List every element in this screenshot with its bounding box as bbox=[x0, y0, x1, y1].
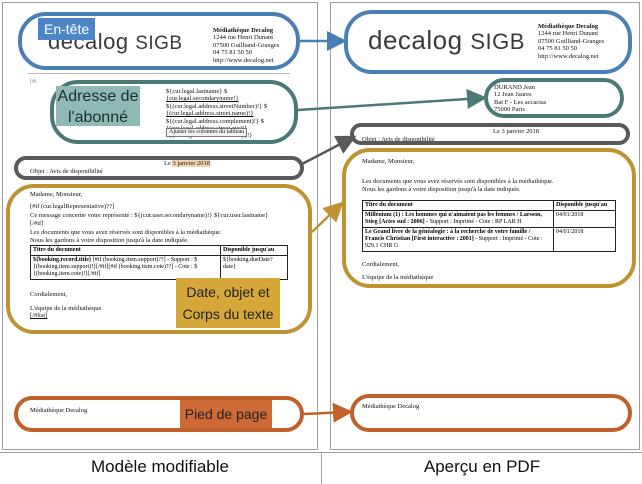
right-greeting: Madame, Monsieur, bbox=[362, 158, 415, 165]
right-web: http://www.decalog.net bbox=[538, 52, 599, 60]
left-addr2: 07500 Guilliand-Granges bbox=[213, 41, 280, 49]
left-list-end: [/#list] bbox=[30, 312, 48, 319]
table-row: Le Grand livre de la généalogie : à la r… bbox=[362, 227, 616, 252]
left-list-start: [#i bbox=[30, 79, 37, 85]
left-booking-table: Titre du document Disponible jusqu'au ${… bbox=[30, 245, 288, 280]
left-body-line-2: Nous les gardons à votre disposition jus… bbox=[30, 237, 189, 245]
arrow-address bbox=[297, 88, 487, 112]
right-booking-table: Titre du document Disponible jusqu'au Mi… bbox=[362, 200, 616, 252]
table-row: ${booking.record.title} [#if (booking.it… bbox=[30, 255, 288, 280]
right-lib-name: Médiathèque Decalog bbox=[538, 23, 599, 30]
arrow-body bbox=[311, 201, 344, 233]
left-header-info: Médiathèque Decalog 1244 rue Henri Dunan… bbox=[213, 27, 279, 64]
arrow-footer bbox=[303, 402, 353, 423]
caption-pdf-preview: Aperçu en PDF bbox=[423, 457, 541, 476]
left-endif: [/#if] bbox=[30, 220, 44, 228]
right-object: Objet : Avis de disponibilité bbox=[362, 136, 435, 143]
left-web: http://www.decalog.net bbox=[213, 56, 274, 64]
right-body-2: Nous les gardons à votre disposition jus… bbox=[362, 186, 521, 193]
left-cell-date: ${booking.dueDate?date} bbox=[220, 255, 288, 280]
left-logo: decalog SIGB bbox=[48, 29, 183, 55]
right-body-ring bbox=[342, 148, 636, 288]
left-body-line-1: Les documents que vous avez réservés son… bbox=[30, 228, 222, 236]
addr-field-4: {(cur.legal.address.street.name)!} bbox=[166, 110, 254, 118]
right-logo: decalog SIGB bbox=[368, 25, 525, 55]
right-date-ring bbox=[350, 123, 630, 145]
right-phone: 04 75 81 50 50 bbox=[538, 45, 577, 53]
right-addr-complement: Bat F - Les accacias bbox=[494, 98, 547, 106]
addr-field-5: ${(cur.legal.address.complement)!} $ bbox=[166, 117, 264, 125]
right-addr-name: DURAND Jean bbox=[494, 84, 535, 91]
table-row: Millénium (1) : Les hommes qui n'aimaien… bbox=[362, 210, 616, 228]
right-addr-street: 12 Jean Jaures bbox=[494, 91, 532, 99]
right-date: Le 3 janvier 2018 bbox=[493, 128, 540, 135]
right-signature: L'équipe de la médiathèque bbox=[362, 274, 434, 281]
left-header-ring bbox=[18, 12, 300, 70]
right-footer-text: Médiathèque Decalog bbox=[362, 403, 420, 410]
editable-template-panel bbox=[2, 2, 318, 450]
right-addr1: 1244 rue Henri Dunant bbox=[538, 30, 599, 38]
right-row2-date: 04/01/2018 bbox=[553, 227, 616, 252]
left-body: Madame, Monsieur, [#if (cur.legalReprese… bbox=[30, 191, 268, 245]
left-addr1: 1244 rue Henri Dunant bbox=[213, 34, 274, 42]
left-lib-name: Médiathèque Decalog bbox=[213, 27, 274, 34]
left-rep-line: Ce message concerne votre représenté : $… bbox=[30, 211, 269, 219]
right-row2-title: Le Grand livre de la généalogie : à la r… bbox=[362, 227, 554, 252]
left-cell-title: ${booking.record.title} [#if (booking.it… bbox=[30, 255, 221, 280]
left-if-rep: [#if (cur.legalRepresentative)??] bbox=[30, 203, 115, 211]
right-header-info: Médiathèque Decalog 1244 rue Henri Dunan… bbox=[538, 23, 604, 60]
addr-field-3: ${(cur.legal.address.streetNumber)!} $ bbox=[166, 102, 268, 110]
left-footer-ring bbox=[14, 396, 304, 432]
left-footer-text: Médiathèque Decalog bbox=[30, 407, 88, 414]
caption-editable-template: Modèle modifiable bbox=[91, 457, 229, 476]
right-body-1: Les documents que vous avez réservés son… bbox=[362, 178, 554, 185]
left-body-ring bbox=[6, 184, 312, 334]
right-addr2: 07500 Guilliand-Granges bbox=[538, 37, 605, 45]
label-footer: Pied de page bbox=[180, 400, 272, 428]
arrow-date bbox=[301, 135, 357, 166]
left-address-ring bbox=[50, 80, 298, 144]
caption-divider bbox=[321, 452, 322, 484]
label-body: Date, objet et Corps du texte bbox=[176, 278, 280, 328]
left-phone: 04 75 81 50 50 bbox=[213, 49, 252, 57]
left-date: Le 3 janvier 2018 bbox=[164, 160, 211, 167]
label-address: Adresse de l'abonné bbox=[56, 86, 140, 126]
left-object: Objet : Avis de disponibilité bbox=[30, 168, 103, 175]
addr-field-2: {cur.legal.secondaryname!} bbox=[166, 95, 239, 103]
addr-field-1: ${cur.legal.lastname} $ bbox=[166, 88, 228, 95]
left-header-divider bbox=[28, 73, 290, 74]
left-signature: L'équipe de la médiathèque bbox=[30, 305, 102, 312]
left-date-ring bbox=[14, 156, 304, 180]
left-greeting: Madame, Monsieur, bbox=[30, 191, 83, 198]
left-closing: Cordialement, bbox=[30, 291, 68, 298]
column-adjust-tooltip: Ajuster les colonnes du tableau bbox=[166, 128, 247, 137]
label-header: En-tête bbox=[38, 18, 96, 40]
right-closing: Cordialement, bbox=[362, 261, 400, 268]
